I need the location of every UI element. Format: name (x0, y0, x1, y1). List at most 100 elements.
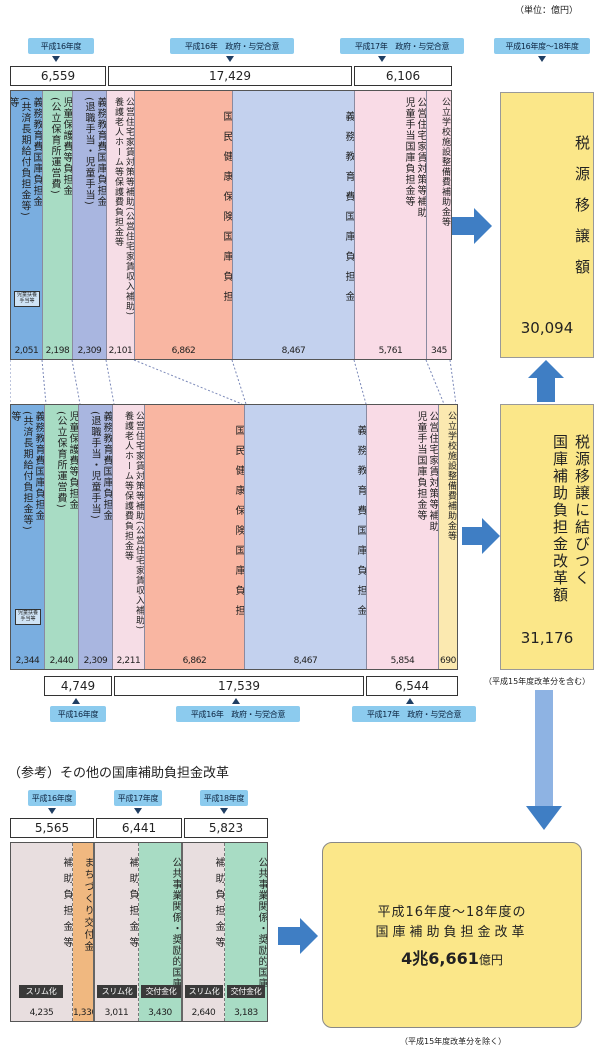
ref-g3-right: 公共事業関係・奨励的国庫 交付金化 3,183 (225, 843, 267, 1021)
top-col-2-value: 2,198 (45, 346, 70, 356)
arrow-down-icon (134, 808, 142, 814)
ref-pill-h16: 平成16年度 (28, 790, 76, 806)
top-col-4-label: 公営住宅家賃対策等補助(公営住宅家賃収入補助) 養護老人ホーム等保護費負担金等 (113, 97, 134, 317)
top-col-3-value: 2,309 (77, 346, 102, 356)
top-col-1-sub: 児童扶養手当等 (14, 291, 40, 307)
ref-g2-left-label: 補助負担金等 (127, 857, 138, 953)
top-pill-h16-18: 平成16年度～18年度 (494, 38, 590, 54)
reference-bar: 補助負担金等 スリム化 4,235 まちづくり交付金 1,330 補助負担金等 … (10, 842, 268, 1022)
ref-g3-left: 補助負担金等 スリム化 2,640 (183, 843, 225, 1021)
ref-g1-left-value: 4,235 (29, 1008, 54, 1018)
ref-g1-left-label: 補助負担金等 (61, 857, 72, 953)
arrow-down-icon (52, 56, 60, 62)
top-total-2: 17,429 (108, 66, 352, 86)
top-col-5-label: 国民健康保険国庫負担 (221, 111, 232, 311)
top-col-3: 義務教育費国庫負担金 (退職手当・児童手当) 2,309 (73, 91, 107, 359)
mid-col-3: 義務教育費国庫負担金 (退職手当・児童手当) 2,309 (79, 405, 113, 669)
top-total-1: 6,559 (10, 66, 106, 86)
mid-col-1-label: 義務教育費国庫負担金 (共済長期給付負担金等) 等 (11, 411, 44, 531)
mid-col-2: 児童保護費等負担金 (公立保育所運営費) 2,440 (45, 405, 79, 669)
mid-col-1-value: 2,344 (15, 656, 40, 666)
top-col-4-value: 2,101 (108, 346, 133, 356)
mid-col-7-value: 5,854 (390, 656, 415, 666)
ref-g1-left: 補助負担金等 スリム化 4,235 (11, 843, 73, 1021)
mid-col-4-label: 公営住宅家賃対策等補助(公営住宅家賃収入補助) 養護老人ホーム等保護費負担金等 (123, 411, 144, 631)
arrow-up-small-icon (72, 698, 80, 704)
mid-total-1: 4,749 (44, 676, 112, 696)
mid-col-2-value: 2,440 (49, 656, 74, 666)
top-bar: 義務教育費国庫負担金 (共済長期給付負担金等) 等 児童扶養手当等 2,051 … (10, 90, 452, 360)
middle-result-value: 31,176 (520, 629, 574, 647)
top-col-3-label: 義務教育費国庫負担金 (退職手当・児童手当) (83, 97, 106, 207)
final-result-line2: 国庫補助負担金改革 (375, 925, 529, 940)
middle-result-label: 税源移譲に結びつく 国庫補助負担金改革額 (551, 434, 591, 604)
ref-g3-left-value: 2,640 (191, 1008, 216, 1018)
ref-g3-left-tag: スリム化 (185, 985, 223, 998)
mid-col-6-value: 8,467 (293, 656, 318, 666)
ref-g2-left-tag: スリム化 (97, 985, 137, 998)
ref-g2-left: 補助負担金等 スリム化 3,011 (95, 843, 139, 1021)
mid-col-2-label: 児童保護費等負担金 (公立保育所運営費) (55, 411, 78, 510)
arrow-down-icon (226, 56, 234, 62)
top-col-5-value: 6,862 (171, 346, 196, 356)
arrow-right-icon (462, 518, 500, 554)
ref-g2-right-tag: 交付金化 (141, 985, 181, 998)
mid-col-4-value: 2,211 (116, 656, 141, 666)
final-result-line1: 平成16年度～18年度の (377, 905, 527, 920)
arrow-right-icon (452, 208, 492, 244)
mid-col-8: 公立学校施設整備費補助金等 690 (439, 405, 457, 669)
ref-pill-h17: 平成17年度 (114, 790, 162, 806)
mid-total-2: 17,539 (114, 676, 364, 696)
top-col-8: 公立学校施設整備費補助金等 345 (427, 91, 451, 359)
top-col-2-label: 児童保護費等負担金 (公立保育所運営費) (49, 97, 72, 196)
arrow-right-icon (278, 918, 318, 954)
top-col-1-label: 義務教育費国庫負担金 (共済長期給付負担金等) 等 (11, 97, 42, 217)
unit-note: （単位：億円） (515, 6, 579, 16)
mid-col-6: 義務教育費国庫負担金 8,467 (245, 405, 367, 669)
mid-pill-h16: 平成16年度 (50, 706, 106, 722)
top-pill-h16-agree: 平成16年 政府・与党合意 (170, 38, 294, 54)
ref-g1-right-value: 1,330 (73, 1008, 95, 1018)
ref-total-1: 5,565 (10, 818, 94, 838)
top-result-box: 税源移譲額 30,094 (500, 92, 594, 358)
middle-bar: 義務教育費国庫負担金 (共済長期給付負担金等) 等 児童扶養手当等 2,344 … (10, 404, 458, 670)
top-total-3: 6,106 (354, 66, 452, 86)
top-col-4: 公営住宅家賃対策等補助(公営住宅家賃収入補助) 養護老人ホーム等保護費負担金等 … (107, 91, 135, 359)
top-col-7: 公営住宅家賃対策等補助 児童手当国庫負担金等 5,761 (355, 91, 427, 359)
top-pill-h17-agree: 平成17年 政府・与党合意 (340, 38, 464, 54)
ref-g3-right-value: 3,183 (234, 1008, 258, 1018)
ref-g2-right: 公共事業関係・奨励的国庫 交付金化 3,430 (139, 843, 183, 1021)
top-result-value: 30,094 (520, 319, 574, 337)
mid-col-3-value: 2,309 (83, 656, 108, 666)
ref-g2-right-label: 公共事業関係・奨励的国庫 (170, 857, 181, 989)
mid-col-8-label: 公立学校施設整備費補助金等 (446, 411, 456, 541)
middle-result-box: 税源移譲に結びつく 国庫補助負担金改革額 31,176 (500, 404, 594, 670)
final-result-note: （平成15年度改革分を除く） (400, 1037, 507, 1046)
reference-title: （参考）その他の国庫補助負担金改革 (8, 766, 230, 781)
top-col-1: 義務教育費国庫負担金 (共済長期給付負担金等) 等 児童扶養手当等 2,051 (11, 91, 43, 359)
ref-pill-h18: 平成18年度 (200, 790, 248, 806)
ref-total-2: 6,441 (96, 818, 182, 838)
mid-col-8-value: 690 (440, 656, 456, 666)
mid-col-1: 義務教育費国庫負担金 (共済長期給付負担金等) 等 児童扶養手当等 2,344 (11, 405, 45, 669)
top-col-1-value: 2,051 (14, 346, 39, 356)
ref-g1-left-tag: スリム化 (19, 985, 63, 998)
mid-col-7-label: 公営住宅家賃対策等補助 児童手当国庫負担金等 (415, 411, 438, 532)
top-col-7-label: 公営住宅家賃対策等補助 児童手当国庫負担金等 (403, 97, 426, 218)
arrow-up-small-icon (406, 698, 414, 704)
ref-g3-left-label: 補助負担金等 (213, 857, 224, 953)
mid-total-3: 6,544 (366, 676, 458, 696)
mid-col-5-label: 国民健康保険国庫負担 (233, 425, 244, 625)
arrow-down-icon (48, 808, 56, 814)
top-col-6-value: 8,467 (281, 346, 306, 356)
ref-g3-right-label: 公共事業関係・奨励的国庫 (256, 857, 267, 989)
mid-col-4: 公営住宅家賃対策等補助(公営住宅家賃収入補助) 養護老人ホーム等保護費負担金等 … (113, 405, 145, 669)
final-result-value-row: 4兆6,661億円 (323, 945, 581, 969)
mid-col-5-value: 6,862 (182, 656, 207, 666)
mid-pill-h16-agree: 平成16年 政府・与党合意 (176, 706, 300, 722)
top-result-label: 税源移譲額 (573, 135, 591, 290)
mid-col-6-label: 義務教育費国庫負担金 (355, 425, 366, 625)
mid-pill-h17-agree: 平成17年 政府・与党合意 (352, 706, 476, 722)
ref-g2-left-value: 3,011 (104, 1008, 129, 1018)
top-col-6-label: 義務教育費国庫負担金 (343, 111, 354, 311)
